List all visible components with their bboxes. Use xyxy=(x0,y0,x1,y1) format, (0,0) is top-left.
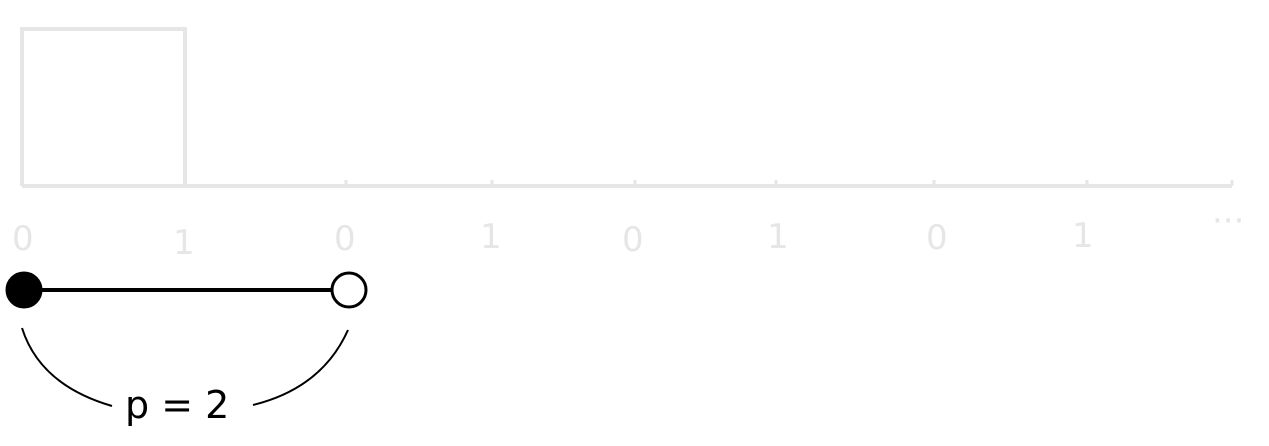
tick-labels: 0 1 0 1 0 1 0 1 ··· xyxy=(12,201,1244,263)
period-brace-left xyxy=(21,327,113,407)
tick-label: 0 xyxy=(622,220,644,260)
tick-label: 0 xyxy=(926,218,948,258)
tick-label: 1 xyxy=(480,217,502,257)
tick-label: 0 xyxy=(334,219,356,259)
period-end-marker-open xyxy=(330,271,368,309)
period-label: p = 2 xyxy=(125,383,229,427)
period-start-marker-filled xyxy=(5,271,43,309)
tick-label: 1 xyxy=(1072,216,1094,256)
tick-label: 1 xyxy=(767,217,789,257)
tick-label: 1 xyxy=(173,223,195,263)
pulse-waveform xyxy=(20,27,187,186)
period-brace-right xyxy=(252,329,349,406)
axis-ticks xyxy=(183,180,1234,186)
continuation-ellipsis: ··· xyxy=(1212,201,1244,241)
tick-label: 0 xyxy=(12,219,34,259)
